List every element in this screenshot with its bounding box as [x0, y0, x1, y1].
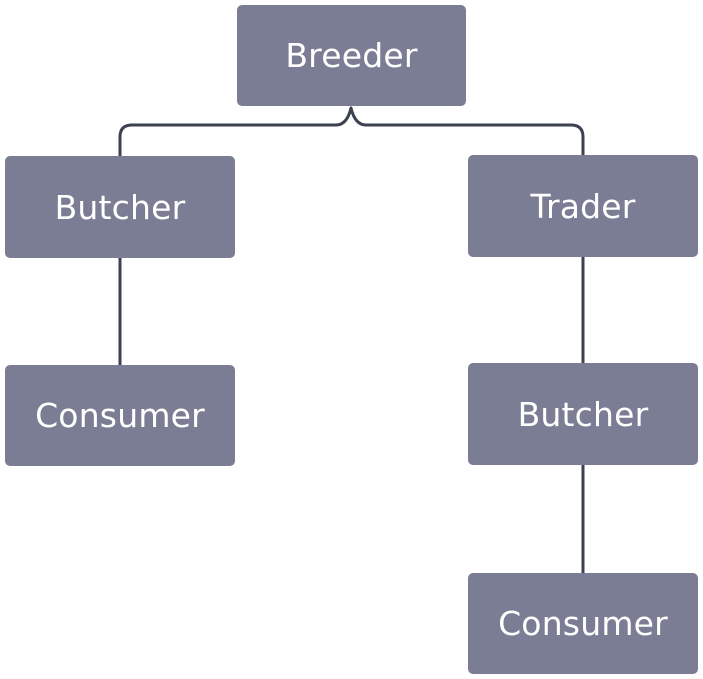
- node-breeder: Breeder: [237, 5, 466, 106]
- node-butcher-right-label: Butcher: [517, 394, 649, 434]
- node-consumer-left-label: Consumer: [35, 396, 205, 435]
- node-consumer-right: Consumer: [468, 573, 698, 674]
- node-trader-label: Trader: [530, 186, 636, 226]
- node-breeder-label: Breeder: [285, 36, 418, 75]
- node-consumer-left: Consumer: [5, 365, 235, 466]
- node-butcher-right: Butcher: [468, 363, 698, 465]
- connector-breeder-brace: [118, 106, 585, 156]
- node-butcher-left-label: Butcher: [54, 187, 186, 227]
- node-butcher-left: Butcher: [5, 156, 235, 258]
- node-consumer-right-label: Consumer: [498, 604, 668, 643]
- node-trader: Trader: [468, 155, 698, 257]
